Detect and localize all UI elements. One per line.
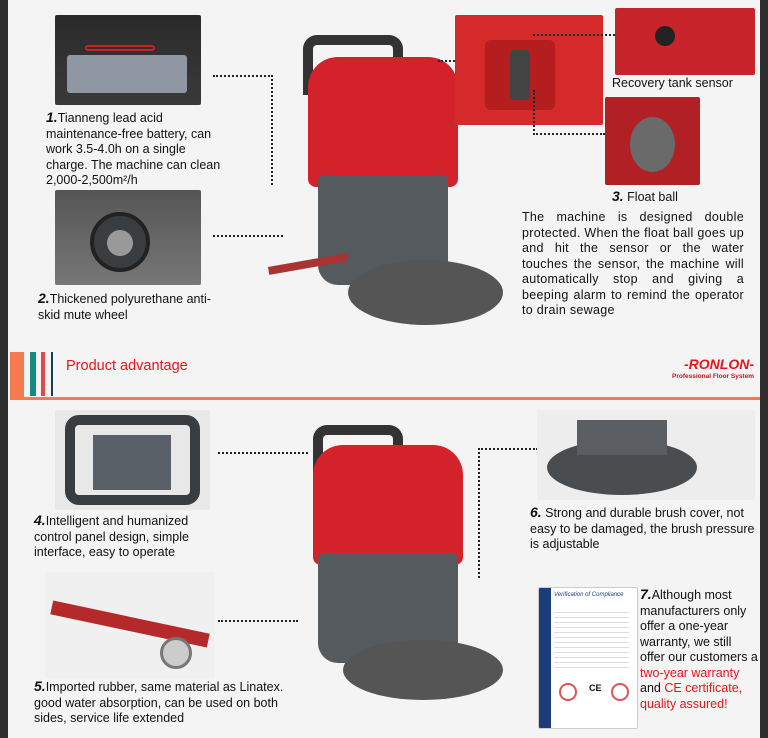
protection-text: The machine is designed double protected… — [522, 210, 744, 317]
connector-line — [478, 448, 538, 578]
ronlon-logo: -RONLON- — [684, 356, 754, 372]
connector-line — [218, 620, 298, 622]
ce-certificate-image: Verification of Compliance CE — [538, 587, 638, 729]
brush-cover-photo — [537, 410, 755, 500]
logo-subtitle: Professional Floor System — [672, 373, 754, 380]
connector-line — [213, 75, 273, 185]
feature-6-text: 6. Strong and durable brush cover, not e… — [530, 504, 755, 551]
recovery-tank-photo — [455, 15, 603, 125]
floor-scrubber-image-2 — [288, 425, 518, 705]
feature-1-text: 1.Tianneng lead acid maintenance-free ba… — [46, 109, 221, 187]
connector-line — [533, 34, 615, 36]
squeegee-rubber-photo — [45, 572, 215, 678]
floor-scrubber-image — [263, 35, 508, 335]
control-panel-photo — [55, 410, 210, 510]
feature-7-text: 7.Although most manufacturers only offer… — [640, 586, 758, 711]
connector-line — [533, 90, 605, 135]
connector-line — [213, 235, 283, 237]
feature-4-text: 4.Intelligent and humanized control pane… — [34, 512, 189, 559]
float-ball-photo — [605, 97, 700, 185]
tank-sensor-photo — [615, 8, 755, 75]
product-detail-page: 1.Tianneng lead acid maintenance-free ba… — [8, 0, 760, 738]
connector-line — [218, 452, 308, 454]
sensor-label: Recovery tank sensor — [612, 76, 733, 90]
feature-5-text: 5.Imported rubber, same material as Lina… — [34, 678, 284, 725]
wheel-photo — [55, 190, 201, 285]
section-banner: Product advantage -RONLON- Professional … — [8, 352, 760, 400]
feature-2-text: 2.Thickened polyurethane anti-skid mute … — [38, 290, 211, 322]
feature-3-text: 3. Float ball — [612, 188, 678, 204]
battery-photo — [55, 15, 201, 105]
banner-title: Product advantage — [66, 358, 188, 374]
connector-line — [438, 60, 463, 62]
